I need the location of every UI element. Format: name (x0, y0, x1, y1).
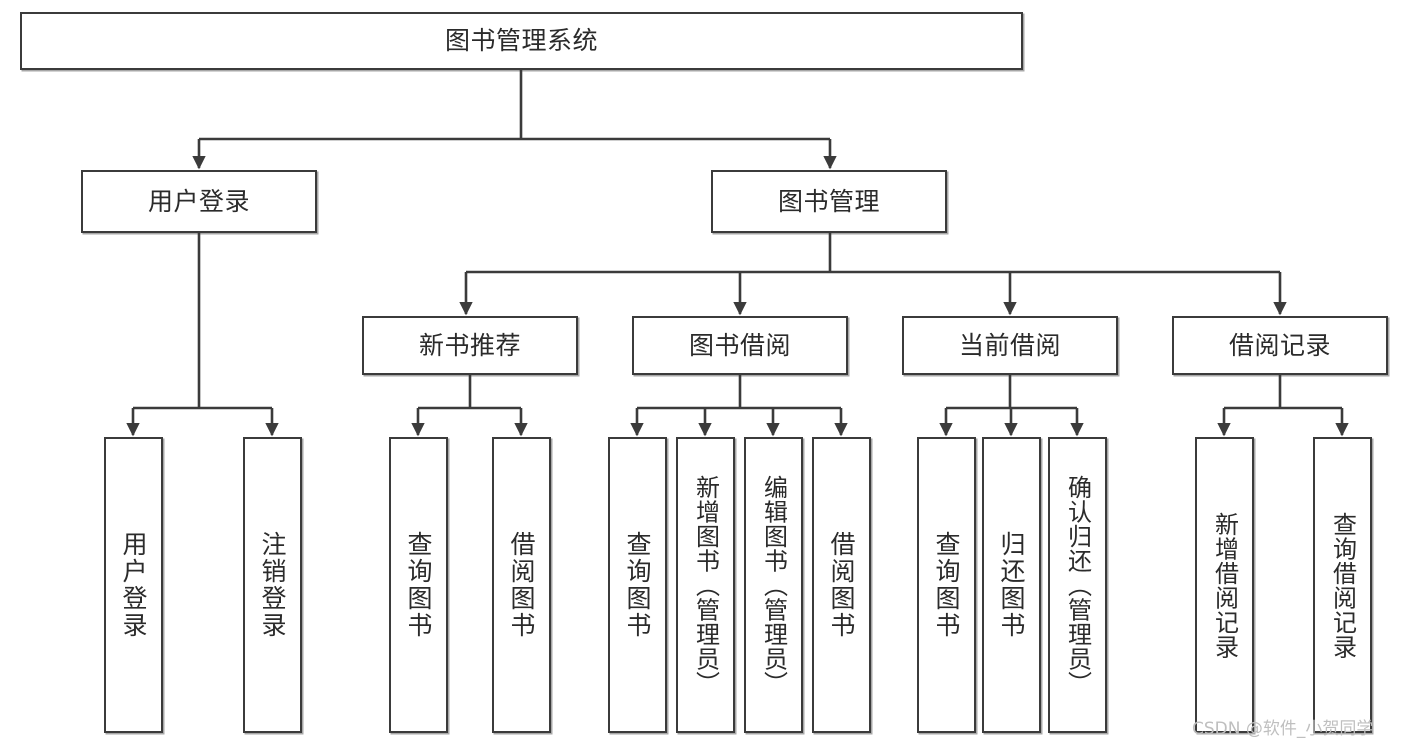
node-label: 新增图书（管理员） (691, 474, 720, 696)
node-label: 当前借阅 (958, 330, 1061, 360)
node-label: 编辑图书（管理员） (759, 474, 788, 696)
leaf-add-borrow-record[interactable]: 新增借阅记录 (1195, 437, 1254, 733)
leaf-edit-book-admin[interactable]: 编辑图书（管理员） (744, 437, 803, 733)
leaf-query-book-borrow[interactable]: 查询图书 (608, 437, 667, 733)
node-label: 新书推荐 (418, 330, 521, 360)
leaf-logout[interactable]: 注销登录 (243, 437, 302, 733)
leaf-return-book[interactable]: 归还图书 (982, 437, 1041, 733)
node-label: 归还图书 (997, 531, 1026, 639)
node-book-management[interactable]: 图书管理 (711, 170, 947, 233)
node-label: 借阅图书 (507, 531, 536, 639)
node-borrow-record[interactable]: 借阅记录 (1172, 316, 1388, 375)
node-label: 借阅图书 (827, 531, 856, 639)
node-root-book-management-system[interactable]: 图书管理系统 (20, 12, 1023, 70)
leaf-user-login[interactable]: 用户登录 (104, 437, 163, 733)
node-label: 查询图书 (932, 531, 961, 639)
node-label: 确认归还（管理员） (1063, 474, 1092, 696)
node-label: 查询图书 (404, 531, 433, 639)
node-label: 图书管理 (777, 186, 880, 216)
node-label: 新增借阅记录 (1210, 511, 1239, 659)
node-label: 查询借阅记录 (1328, 511, 1357, 659)
leaf-query-borrow-record[interactable]: 查询借阅记录 (1313, 437, 1372, 733)
node-book-borrow[interactable]: 图书借阅 (632, 316, 848, 375)
leaf-query-book-recommend[interactable]: 查询图书 (389, 437, 448, 733)
leaf-borrow-book-recommend[interactable]: 借阅图书 (492, 437, 551, 733)
leaf-query-book-current[interactable]: 查询图书 (917, 437, 976, 733)
node-user-login[interactable]: 用户登录 (81, 170, 317, 233)
node-label: 查询图书 (623, 531, 652, 639)
leaf-confirm-return-admin[interactable]: 确认归还（管理员） (1048, 437, 1107, 733)
node-current-borrow[interactable]: 当前借阅 (902, 316, 1118, 375)
node-label: 借阅记录 (1228, 330, 1331, 360)
node-label: 用户登录 (147, 186, 250, 216)
leaf-add-book-admin[interactable]: 新增图书（管理员） (676, 437, 735, 733)
node-new-book-recommend[interactable]: 新书推荐 (362, 316, 578, 375)
watermark: CSDN @软件_小贺同学 (1192, 719, 1374, 739)
node-label: 用户登录 (119, 531, 148, 639)
leaf-borrow-book[interactable]: 借阅图书 (812, 437, 871, 733)
node-label: 图书借阅 (688, 330, 791, 360)
node-label: 图书管理系统 (444, 26, 598, 55)
node-label: 注销登录 (258, 531, 287, 639)
